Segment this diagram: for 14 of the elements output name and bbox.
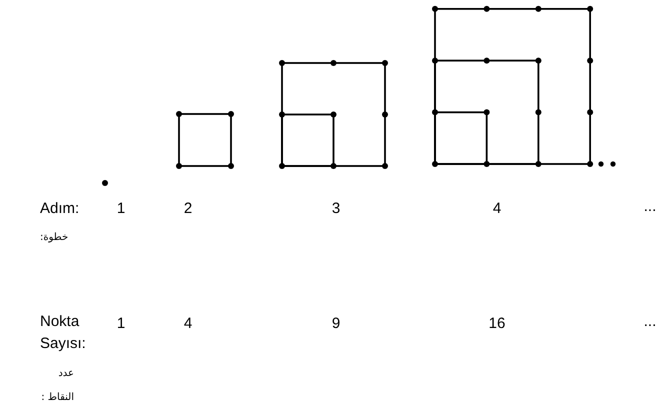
row-label: خطوة:: [40, 231, 68, 245]
step-value: 9: [332, 315, 340, 333]
step-value: 3: [332, 200, 340, 218]
step-value: 1: [116, 200, 126, 218]
step-value: 2: [184, 200, 192, 218]
row-label: عدد النقاط :: [40, 367, 74, 405]
step-value: ...: [644, 313, 656, 331]
step-value: 4: [492, 200, 502, 218]
step-value: ...: [644, 198, 656, 216]
step-value: 4: [184, 315, 192, 333]
step-value: 1: [116, 315, 126, 333]
step-value: 16: [488, 315, 506, 333]
row-label: Adım:: [40, 200, 80, 218]
row-label: Nokta Sayısı:: [40, 312, 87, 354]
